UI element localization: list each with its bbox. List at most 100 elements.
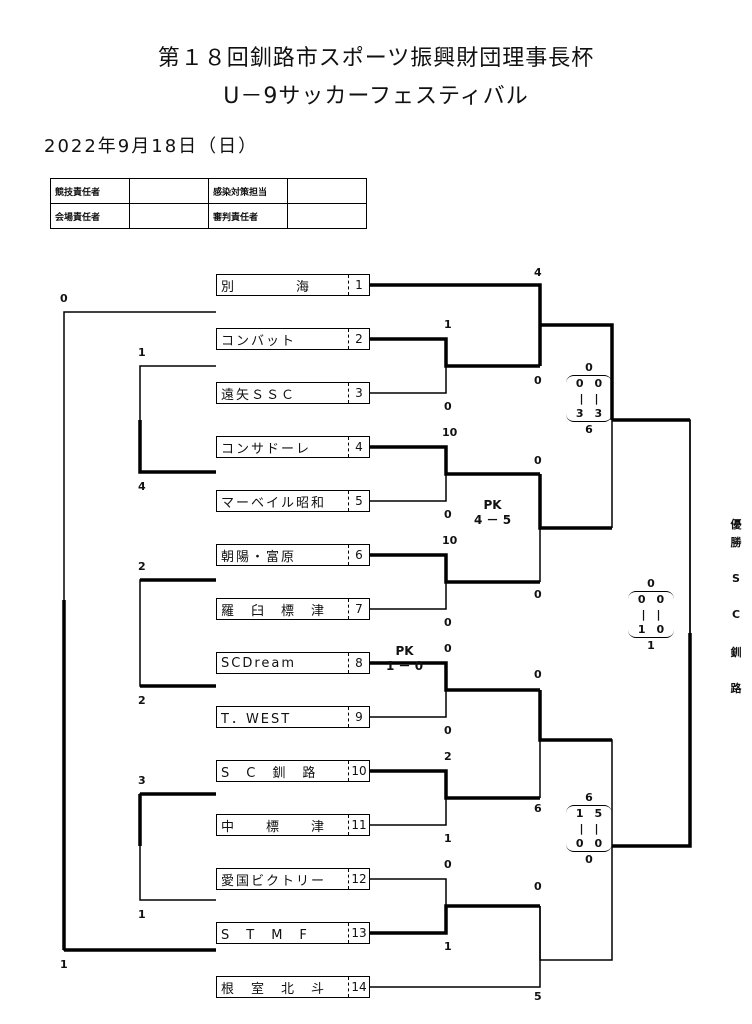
- score-line: 3 3: [566, 406, 612, 422]
- staff-table: 競技責任者 感染対策担当 会場責任者 審判責任者: [50, 178, 367, 229]
- winner-char: 路: [730, 682, 742, 695]
- team-name: 根 室 北 斗: [217, 977, 349, 997]
- page-title: 第１８回釧路市スポーツ振興財団理事長杯: [157, 46, 595, 71]
- team-name: マーベイル昭和: [217, 491, 349, 511]
- team-name: コンサドーレ: [217, 437, 349, 457]
- team-box: マーベイル昭和 5: [216, 490, 370, 512]
- match-score: 3: [138, 774, 146, 787]
- staff-value: [129, 203, 209, 229]
- pk-score: 4 － 5: [474, 513, 512, 527]
- team-seed: 4: [355, 440, 363, 454]
- match-score: 0: [534, 588, 542, 601]
- score-line: 6: [585, 791, 593, 804]
- team-seed: 8: [355, 656, 363, 670]
- team-name: 中 標 津: [217, 815, 349, 835]
- team-name: T．WEST: [217, 707, 349, 727]
- staff-label: 審判責任者: [208, 203, 288, 229]
- team-name: SCDream: [217, 653, 349, 673]
- match-score: 0: [534, 668, 542, 681]
- match-score: 10: [442, 534, 458, 547]
- team-box: 遠矢ＳＳＣ 3: [216, 382, 370, 404]
- match-score: 6: [534, 802, 542, 815]
- team-seed: 7: [355, 602, 363, 616]
- match-score: 1: [60, 958, 68, 971]
- score-line: 0: [585, 361, 593, 374]
- match-score: 0: [444, 400, 452, 413]
- match-score: 1: [444, 940, 452, 953]
- match-score: 0: [444, 858, 452, 871]
- match-score: 0: [60, 292, 68, 305]
- match-score: 0: [534, 454, 542, 467]
- penalty-result: PK 4 － 5: [474, 498, 511, 528]
- score-line: 6: [585, 423, 593, 436]
- penalty-result: PK 1 － 0: [386, 644, 423, 674]
- match-score: 5: [534, 990, 542, 1003]
- score-line: 0 0: [628, 591, 674, 607]
- pk-label: PK: [395, 644, 414, 658]
- winner-char: 優: [730, 518, 742, 531]
- staff-value: [287, 178, 367, 204]
- winner-char: C: [731, 608, 741, 621]
- team-box: SCDream 8: [216, 652, 370, 674]
- team-name: 羅 臼 標 津: [217, 599, 349, 619]
- match-score: 0: [444, 724, 452, 737]
- pk-score: 1 － 0: [386, 659, 424, 673]
- team-name: 別 海: [217, 275, 349, 295]
- match-score: 1: [138, 908, 146, 921]
- match-score: 0: [444, 616, 452, 629]
- match-score: 1: [444, 832, 452, 845]
- match-score: 2: [138, 560, 146, 573]
- match-score: 4: [138, 480, 146, 493]
- semifinal-score-bottom: 6 1 5 | | 0 0 0: [566, 790, 612, 867]
- score-line: 0: [647, 577, 655, 590]
- winner-char: 釧: [730, 646, 742, 659]
- team-seed: 1: [355, 278, 363, 292]
- event-date: 2022年9月18日（日）: [44, 136, 259, 157]
- team-name: 愛国ビクトリー: [217, 869, 349, 889]
- match-score: 10: [442, 426, 458, 439]
- team-seed: 11: [351, 818, 367, 832]
- score-line: 1 5: [566, 805, 612, 821]
- match-score: 1: [444, 318, 452, 331]
- team-seed: 9: [355, 710, 363, 724]
- staff-value: [287, 203, 367, 229]
- match-score: 0: [444, 508, 452, 521]
- team-seed: 6: [355, 548, 363, 562]
- winner-char: S: [732, 572, 740, 585]
- score-line: | |: [641, 608, 661, 621]
- team-seed: 5: [355, 494, 363, 508]
- team-box: 羅 臼 標 津 7: [216, 598, 370, 620]
- score-line: 1 0: [628, 622, 674, 638]
- match-score: 2: [444, 750, 452, 763]
- score-line: 0 0: [566, 375, 612, 391]
- team-box: コンサドーレ 4: [216, 436, 370, 458]
- score-line: | |: [579, 392, 599, 405]
- match-score: 0: [444, 642, 452, 655]
- score-line: 1: [647, 639, 655, 652]
- match-score: 0: [534, 880, 542, 893]
- match-score: 0: [534, 374, 542, 387]
- score-line: 0 0: [566, 836, 612, 852]
- match-score: 1: [138, 346, 146, 359]
- winner-char: 勝: [730, 536, 742, 549]
- team-seed: 3: [355, 386, 363, 400]
- team-seed: 2: [355, 332, 363, 346]
- team-seed: 12: [351, 872, 367, 886]
- team-box: 朝陽・富原 6: [216, 544, 370, 566]
- team-name: 遠矢ＳＳＣ: [217, 383, 349, 403]
- semifinal-score-top: 0 0 0 | | 3 3 6: [566, 360, 612, 437]
- match-score: 4: [534, 266, 542, 279]
- team-seed: 13: [351, 926, 367, 940]
- team-seed: 10: [351, 764, 367, 778]
- match-score: 2: [138, 694, 146, 707]
- team-name: コンバット: [217, 329, 349, 349]
- team-name: S C 釧 路: [217, 761, 349, 781]
- score-line: | |: [579, 822, 599, 835]
- team-name: 朝陽・富原: [217, 545, 349, 565]
